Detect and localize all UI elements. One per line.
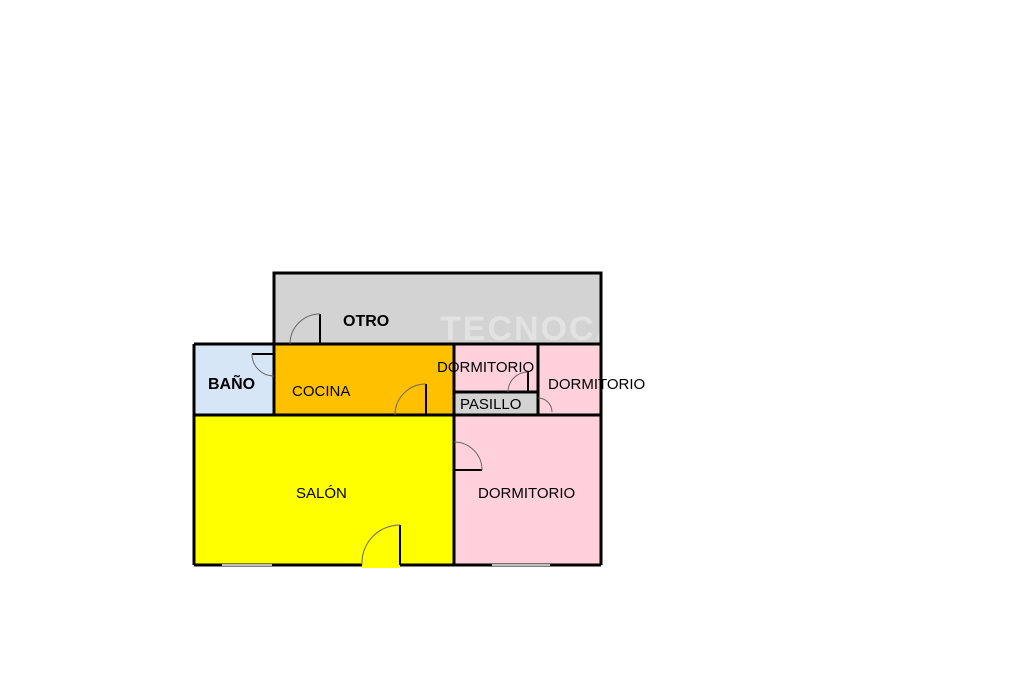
room-salon: [194, 415, 454, 565]
room-cocina: [274, 344, 454, 415]
room-dormitorio-small: [454, 344, 538, 392]
doors: [251, 313, 553, 566]
room-dormitorio-main: [454, 415, 601, 565]
label-dormitorio-right: DORMITORIO: [548, 376, 645, 393]
door-openings: [362, 563, 400, 568]
label-otro: OTRO: [343, 313, 389, 330]
walls: [192, 271, 603, 567]
label-bano: BAÑO: [208, 373, 255, 393]
room-bano: [194, 344, 274, 415]
label-salon: SALÓN: [296, 485, 347, 502]
label-pasillo: PASILLO: [460, 396, 521, 413]
label-dormitorio-small: DORMITORIO: [437, 359, 534, 376]
room-otro: [274, 273, 601, 344]
watermark: TECNOCASA: [440, 310, 673, 348]
room-pasillo: [454, 392, 538, 415]
label-dormitorio-main: DORMITORIO: [478, 485, 575, 502]
label-cocina: COCINA: [292, 383, 350, 400]
